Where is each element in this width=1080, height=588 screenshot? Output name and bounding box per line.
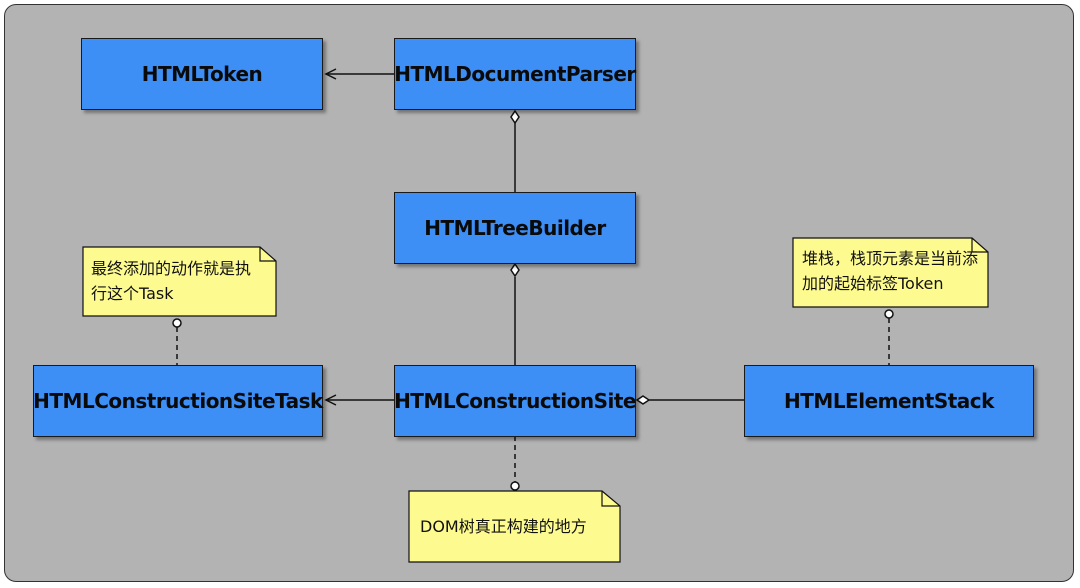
class-html-construction-site-task-label: HTMLConstructionSiteTask (33, 389, 323, 413)
class-html-construction-site-label: HTMLConstructionSite (394, 389, 636, 413)
note-task-text: 最终添加的动作就是执行这个Task (91, 259, 252, 303)
note-task: 最终添加的动作就是执行这个Task (82, 246, 278, 318)
class-html-document-parser-label: HTMLDocumentParser (394, 62, 636, 86)
arrowhead-token (324, 68, 337, 80)
class-html-element-stack: HTMLElementStack (744, 365, 1034, 437)
note-stack: 堆栈，栈顶元素是当前添加的起始标签Token (792, 237, 990, 309)
class-html-construction-site: HTMLConstructionSite (394, 365, 636, 437)
class-html-element-stack-label: HTMLElementStack (784, 389, 994, 413)
diamond-site (635, 395, 651, 405)
note-site-shape (408, 490, 621, 563)
note-stack-shape (792, 237, 989, 308)
class-html-construction-site-task: HTMLConstructionSiteTask (33, 365, 323, 437)
note-anchor-site-dot (510, 481, 520, 491)
class-html-document-parser: HTMLDocumentParser (394, 38, 636, 110)
note-site-text: DOM树真正构建的地方 (420, 517, 587, 536)
class-html-tree-builder: HTMLTreeBuilder (394, 192, 636, 264)
diamond-parser (510, 109, 520, 125)
note-anchor-stack-dot (884, 309, 894, 319)
diamond-treebuilder (510, 262, 520, 278)
class-html-tree-builder-label: HTMLTreeBuilder (424, 216, 606, 240)
note-task-shape (82, 246, 277, 317)
arrowhead-task (324, 394, 337, 406)
class-html-token: HTMLToken (81, 38, 323, 110)
note-anchor-task-dot (172, 318, 182, 328)
class-html-token-label: HTMLToken (141, 62, 263, 86)
note-stack-text: 堆栈，栈顶元素是当前添加的起始标签Token (802, 249, 979, 293)
note-site: DOM树真正构建的地方 (408, 490, 622, 564)
